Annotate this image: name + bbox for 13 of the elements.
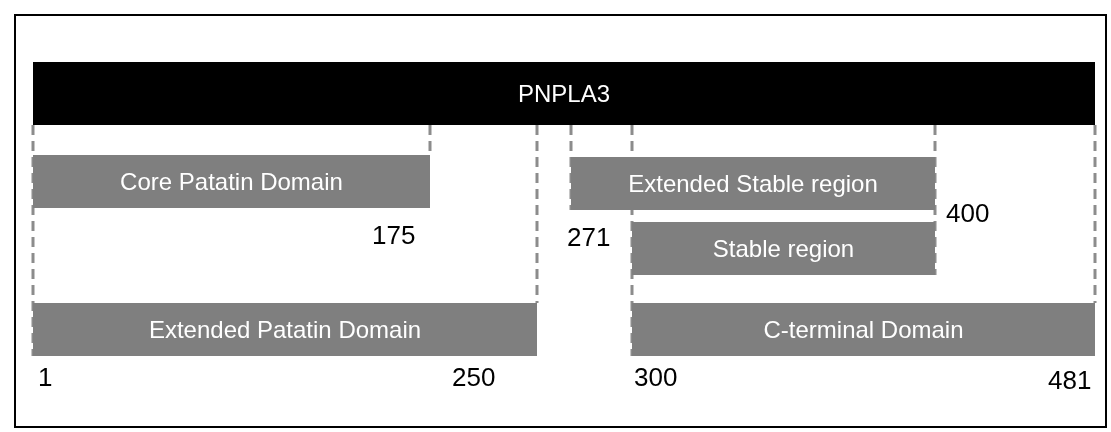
position-number: 400	[946, 198, 990, 229]
position-number: 175	[372, 220, 416, 251]
position-number: 271	[567, 222, 611, 253]
domain-bar: C-terminal Domain	[632, 303, 1095, 356]
position-number: 1	[38, 362, 53, 393]
position-number: 300	[634, 362, 678, 393]
position-number: 481	[1048, 365, 1092, 396]
domain-bar: Core Patatin Domain	[33, 155, 430, 208]
domain-bar: Extended Stable region	[571, 157, 935, 210]
domain-bar: Extended Patatin Domain	[33, 303, 537, 356]
protein-bar: PNPLA3	[33, 62, 1095, 125]
position-number: 250	[452, 362, 496, 393]
domain-bar: Stable region	[632, 222, 935, 275]
